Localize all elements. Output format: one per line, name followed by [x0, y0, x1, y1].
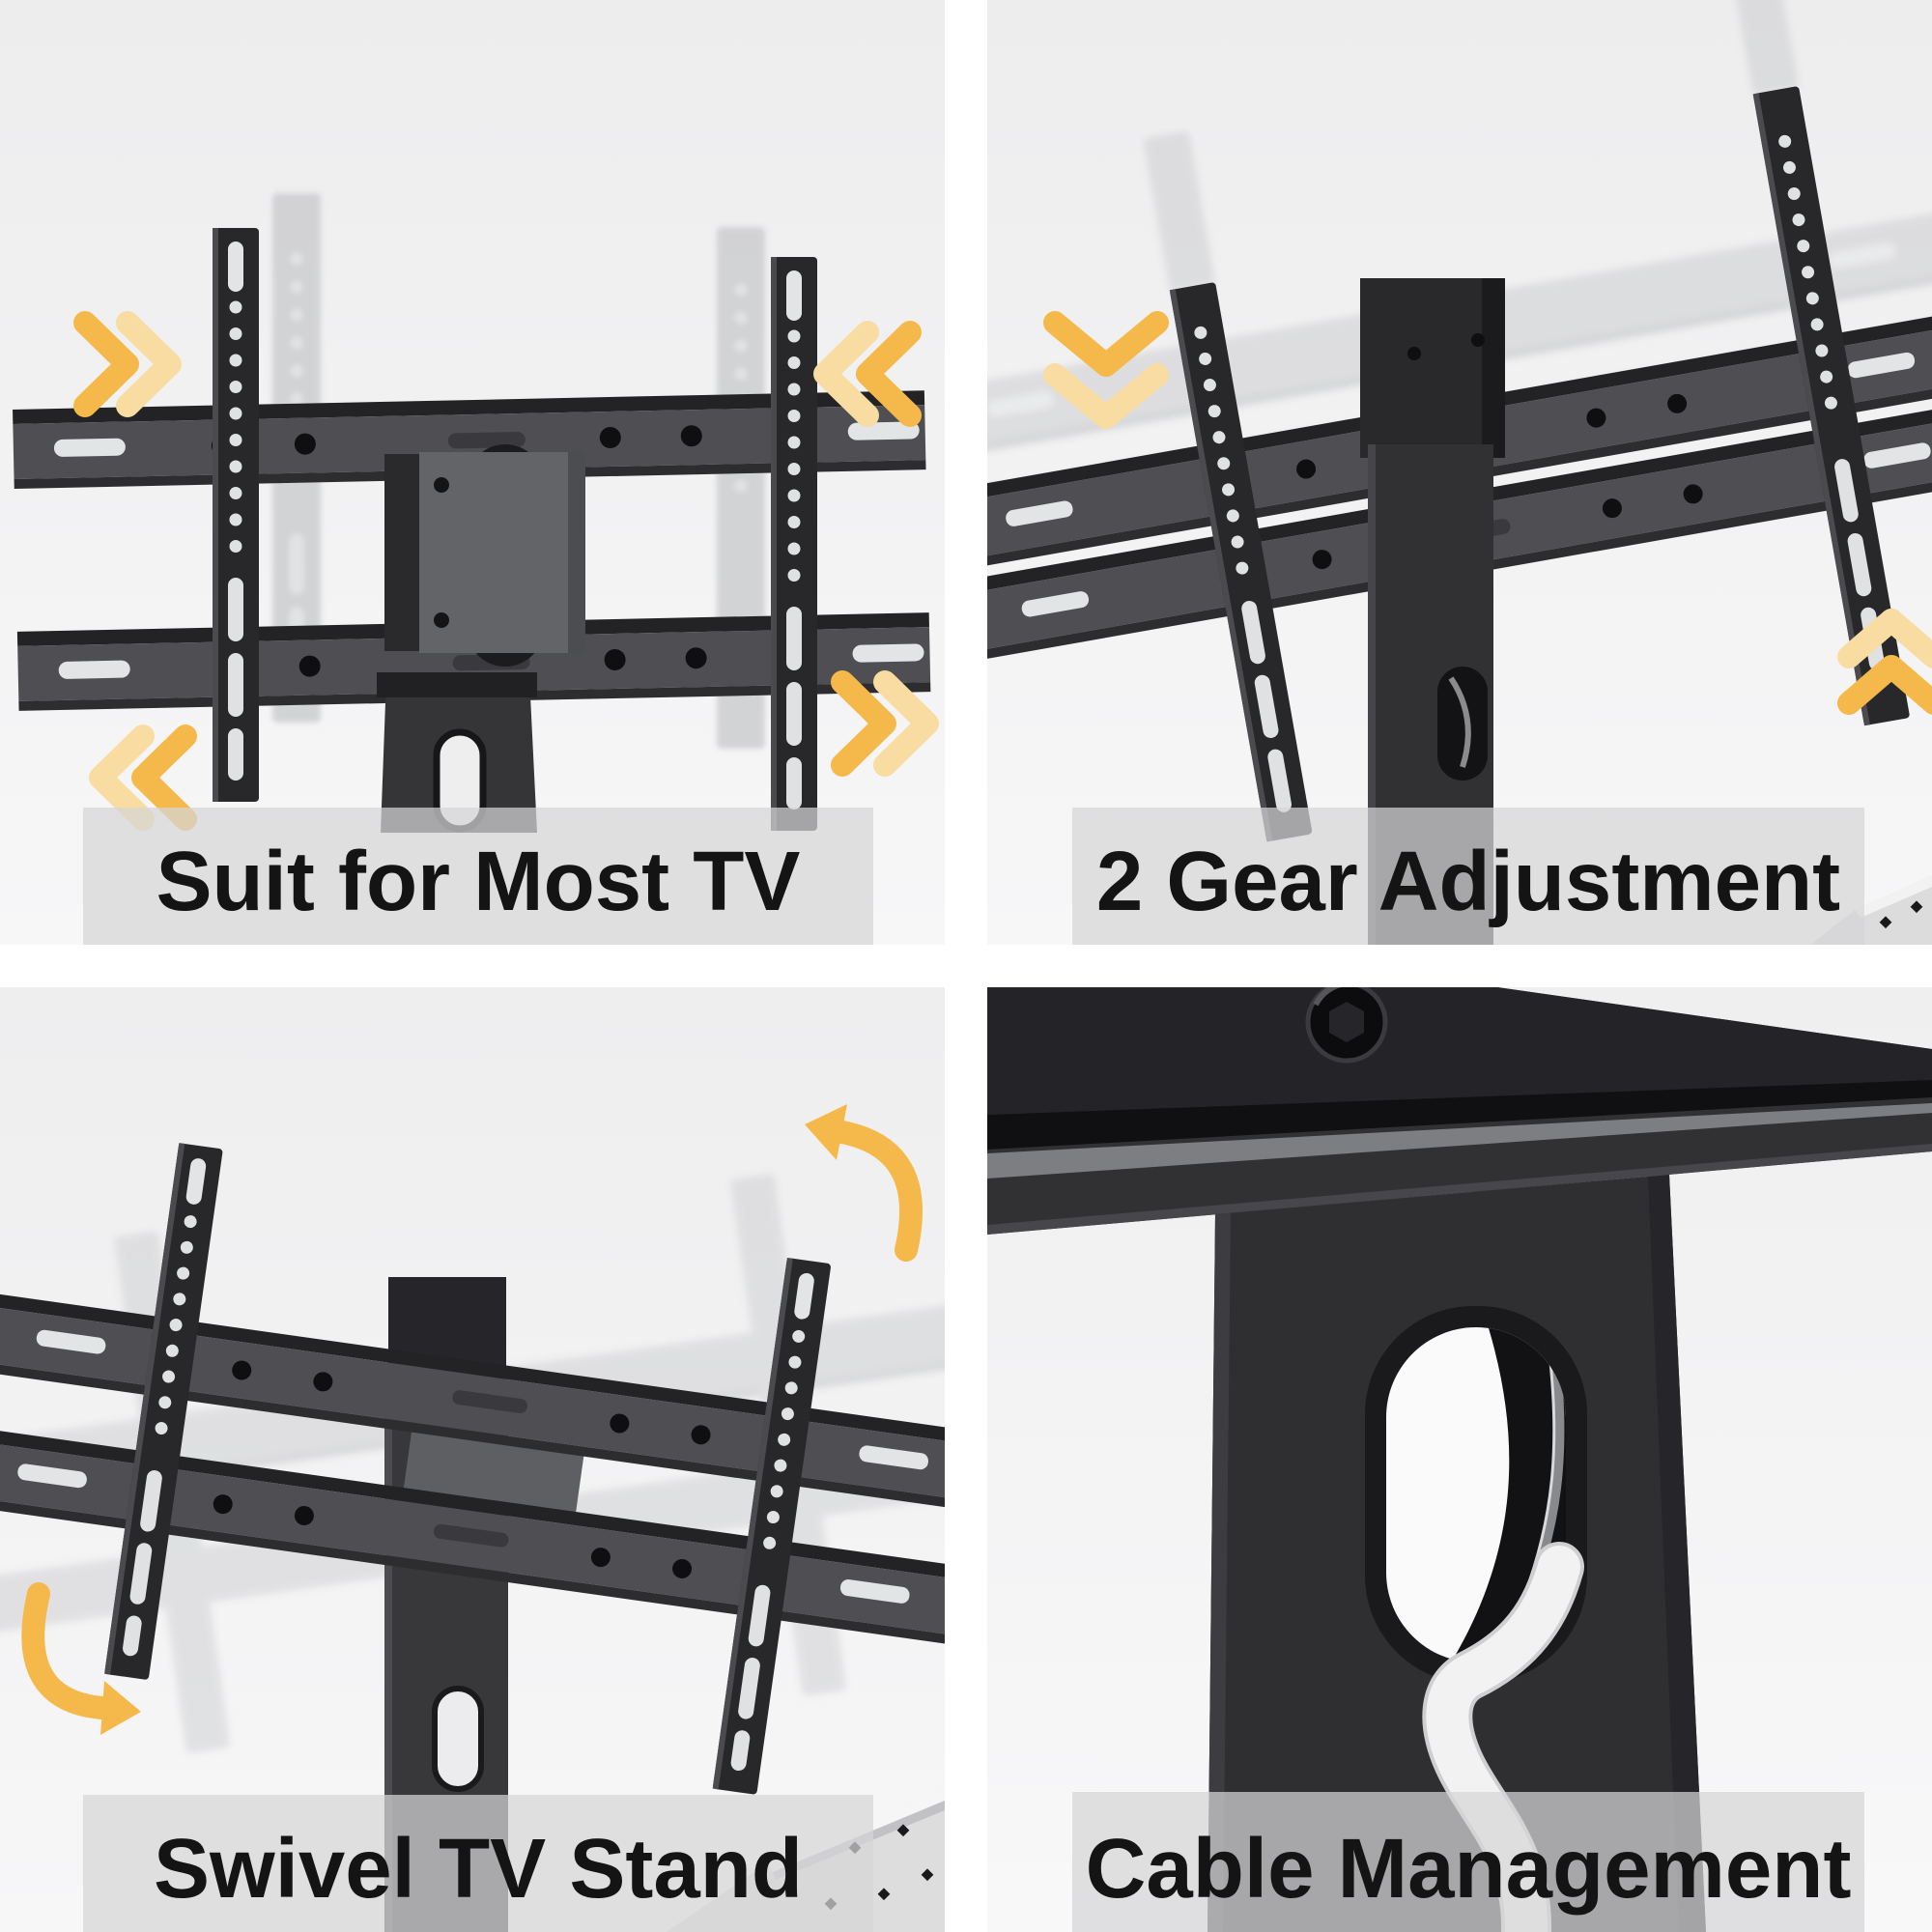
- swivel-illustration: Swivel TV Stand: [0, 987, 945, 1932]
- rotate-down-arrow-icon: [21, 1582, 141, 1735]
- slide-down-arrow-icon: [1043, 311, 1169, 429]
- caption-band: [83, 1795, 873, 1932]
- slide-up-arrow-icon: [1837, 609, 1932, 715]
- caption-text: Suit for Most TV: [156, 835, 801, 928]
- slide-left-arrow-icon: [813, 321, 922, 427]
- rotate-up-arrow-icon: [805, 1104, 923, 1262]
- caption-band: [83, 808, 873, 945]
- stand-column: [377, 672, 537, 833]
- caption-text: 2 Gear Adjustment: [1096, 835, 1840, 928]
- hex-screw-icon: [1305, 987, 1388, 1064]
- mount-bracket: [0, 1143, 945, 1795]
- swivel-mechanism: [384, 444, 585, 667]
- cable-management-illustration: Cable Management: [987, 987, 1932, 1932]
- caption-band: [1072, 808, 1864, 945]
- crossbar: [987, 987, 1932, 1235]
- cable-hole: [432, 1686, 484, 1792]
- slide-right-arrow-icon: [73, 311, 182, 417]
- panel-swivel-tv-stand: Swivel TV Stand: [0, 987, 945, 1932]
- slide-right-arrow-icon: [831, 670, 939, 777]
- panel-suit-for-most-tv: Suit for Most TV: [0, 0, 945, 945]
- caption-text: Swivel TV Stand: [154, 1822, 803, 1916]
- caption-text: Cable Management: [1086, 1822, 1852, 1916]
- height-adjustment-illustration: 2 Gear Adjustment: [987, 0, 1932, 945]
- caption-band: [1072, 1792, 1864, 1932]
- tv-bracket-width-illustration: Suit for Most TV: [0, 0, 945, 945]
- slide-left-arrow-icon: [89, 724, 197, 831]
- cable-hole: [1365, 1306, 1587, 1684]
- panel-cable-management: Cable Management: [987, 987, 1932, 1932]
- vesa-strips: [213, 228, 817, 831]
- panel-gear-adjustment: 2 Gear Adjustment: [987, 0, 1932, 945]
- cable-hole: [1437, 667, 1488, 781]
